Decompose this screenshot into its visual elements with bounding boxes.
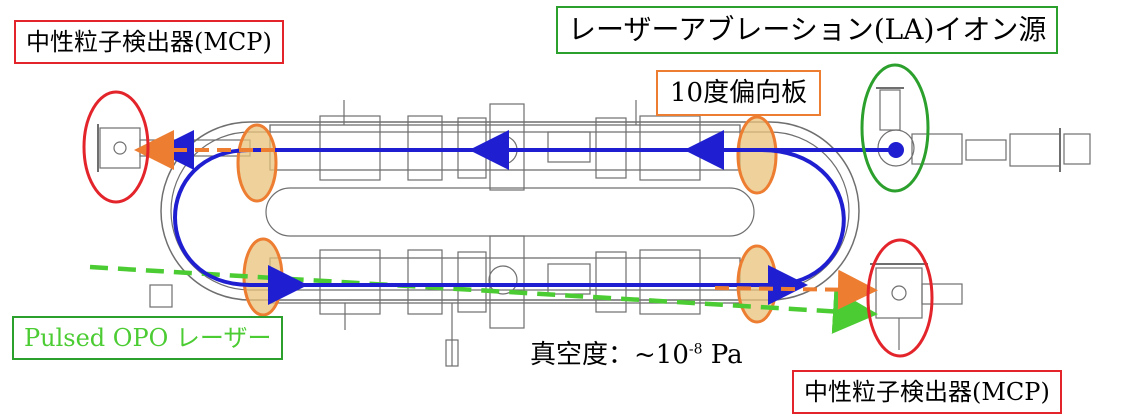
deflector-top-right (736, 115, 778, 195)
ion-source-dot (888, 142, 904, 158)
label-mcp-detector-right: 中性粒子検出器(MCP) (792, 370, 1062, 414)
neutral-beam-right (714, 269, 878, 310)
label-mcp-detector-left: 中性粒子検出器(MCP) (14, 20, 284, 64)
label-opo-laser: Pulsed OPO レーザー (12, 316, 284, 360)
label-vacuum-level: 真空度：~10-8 Pa (530, 342, 743, 368)
vacuum-unit: Pa (702, 340, 743, 370)
label-deflector-plates: 10度偏向板 (656, 70, 822, 116)
deflector-top-left (236, 123, 278, 203)
laser-beam-path (89, 264, 878, 334)
vacuum-prefix: 真空度：~10 (530, 340, 689, 370)
detector-marker-right (866, 238, 934, 358)
source-marker (860, 63, 930, 193)
vacuum-exponent: -8 (688, 341, 703, 358)
label-la-ion-source: レーザーアブレーション(LA)イオン源 (556, 6, 1059, 54)
deflector-plates (236, 115, 778, 324)
ion-beam-path (173, 148, 896, 287)
detector-marker-left (82, 90, 150, 204)
